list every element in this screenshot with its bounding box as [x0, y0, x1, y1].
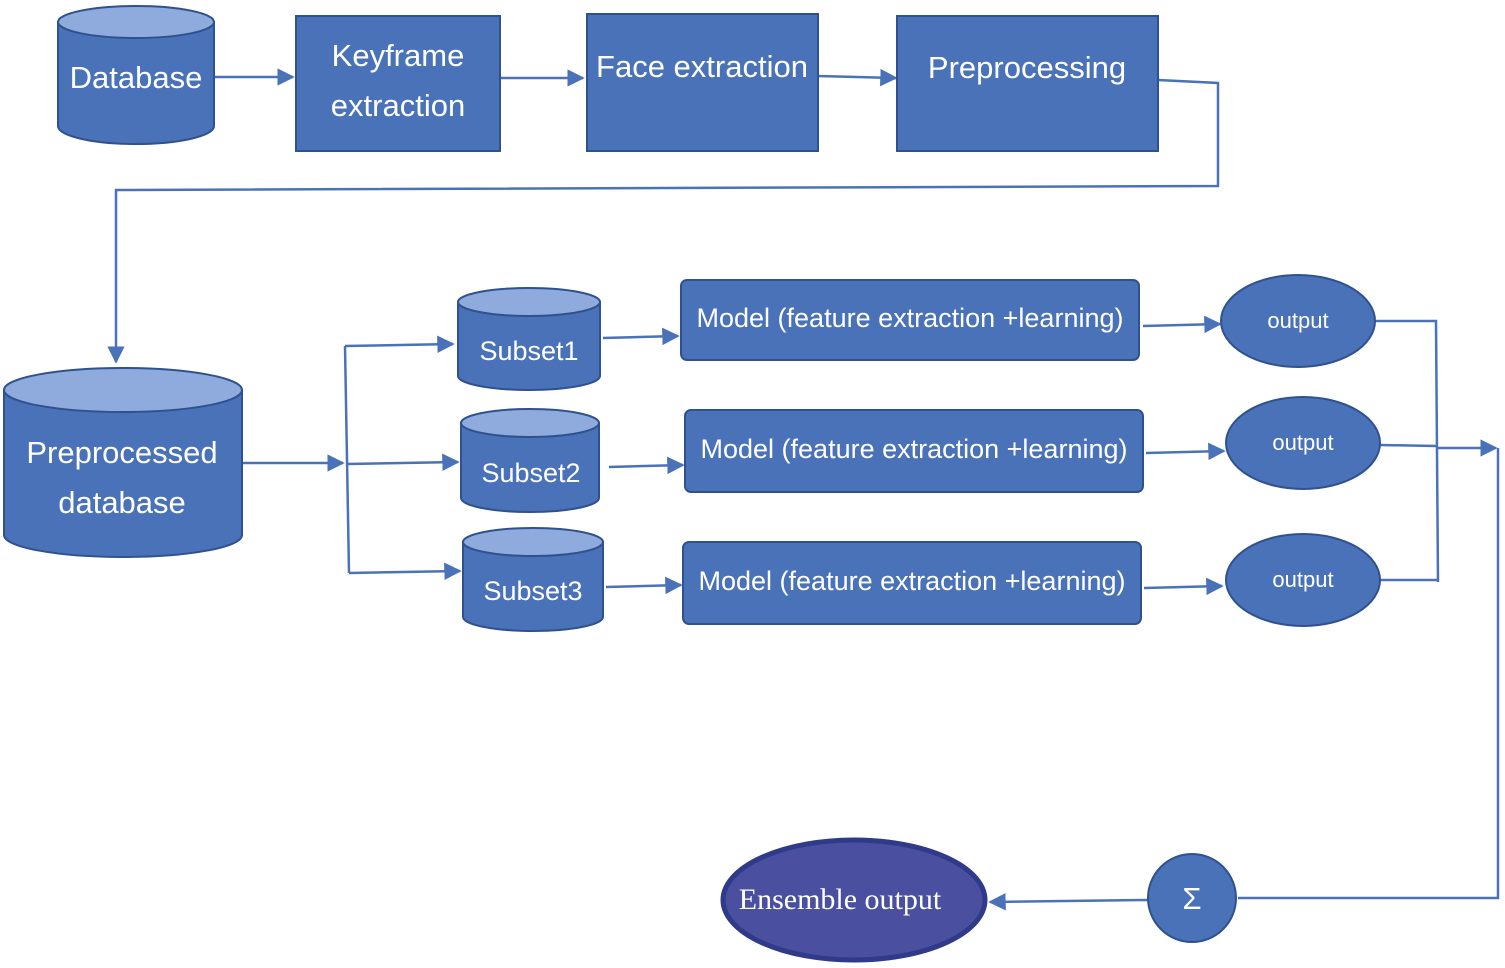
edge-preprocessing-to-preprocessed-db [107, 78, 1220, 364]
database-label: Database [70, 60, 203, 95]
preprocessed-database-label-line1: Preprocessed [26, 435, 217, 470]
edge-subset2-to-model2 [608, 456, 685, 475]
edge-split-to-subset1 [344, 335, 455, 354]
edges [107, 68, 1500, 911]
subset3-cylinder: Subset3 [462, 527, 604, 632]
subset2-label: Subset2 [481, 458, 580, 488]
edge-split-trunk [343, 345, 351, 574]
output2-label: output [1272, 430, 1333, 455]
model1-box: Model (feature extraction +learning) [680, 279, 1140, 361]
output3-label: output [1272, 567, 1333, 592]
model2-label: Model (feature extraction +learning) [701, 434, 1128, 464]
edge-subset3-to-model3 [605, 576, 683, 595]
model3-box: Model (feature extraction +learning) [682, 541, 1142, 625]
edge-right-down-to-sum [1238, 448, 1500, 900]
edge-model2-to-output2 [1145, 442, 1226, 461]
edge-output1-merge [1376, 319, 1440, 583]
edge-face-to-preprocessing [817, 68, 898, 87]
model3-label: Model (feature extraction +learning) [699, 566, 1126, 596]
preprocessing-box: Preprocessing [896, 15, 1159, 152]
model2-box: Model (feature extraction +learning) [684, 409, 1144, 493]
edge-model1-to-output1 [1142, 315, 1222, 334]
subset3-label: Subset3 [483, 576, 582, 606]
edge-sum-to-ensemble [988, 893, 1149, 911]
sum-node: Σ [1147, 853, 1237, 943]
edge-split-to-subset2 [346, 453, 460, 472]
keyframe-extraction-label-line2: extraction [331, 88, 465, 123]
preprocessing-label: Preprocessing [928, 50, 1126, 85]
subset1-cylinder: Subset1 [457, 287, 601, 391]
edge-model3-to-output3 [1143, 577, 1224, 596]
output2-ellipse: output [1225, 396, 1381, 490]
keyframe-extraction-box: Keyframe extraction [295, 15, 501, 152]
ensemble-output-ellipse: Ensemble output [720, 837, 988, 963]
output1-label: output [1267, 308, 1328, 333]
database-cylinder: Database [57, 5, 215, 145]
edge-output2-merge [1379, 443, 1437, 448]
subset1-label: Subset1 [479, 336, 578, 366]
preprocessed-database-cylinder: Preprocessed database [3, 367, 243, 558]
edge-subset1-to-model1 [602, 327, 680, 346]
keyframe-extraction-label-line1: Keyframe [332, 38, 465, 73]
face-extraction-label: Face extraction [596, 49, 808, 84]
model1-label: Model (feature extraction +learning) [697, 303, 1124, 333]
ensemble-output-label: Ensemble output [739, 883, 942, 916]
output3-ellipse: output [1225, 533, 1381, 627]
face-extraction-box: Face extraction [586, 13, 819, 152]
subset2-cylinder: Subset2 [460, 408, 600, 513]
sum-symbol: Σ [1182, 881, 1201, 916]
preprocessed-database-label-line2: database [58, 485, 186, 520]
output1-ellipse: output [1220, 274, 1376, 368]
edge-split-to-subset3 [348, 562, 462, 581]
